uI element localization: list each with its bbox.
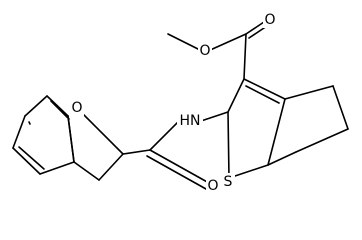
bond-line (82, 113, 124, 155)
bond-line (46, 95, 69, 117)
atom-label-ester-carbonyl-oxygen: O (264, 12, 275, 28)
atom-label-furan-oxygen: O (71, 100, 82, 116)
atom-label-thiophene-sulfur: S (224, 174, 233, 190)
bond-line (67, 115, 75, 163)
bond-line (18, 146, 45, 170)
bond-line (227, 78, 245, 113)
molecule-structure-diagram: O O HN S O O (12, 12, 349, 194)
bond-line (243, 78, 286, 100)
bond-line (149, 149, 210, 184)
bond-line (146, 155, 207, 190)
atom-label-ester-ether-oxygen: O (199, 43, 210, 59)
bond-line (12, 115, 26, 149)
bond-line (28, 121, 31, 125)
bond-line (149, 120, 180, 151)
bond-line (39, 161, 75, 175)
bond-line (243, 33, 247, 80)
bond-line (228, 164, 269, 179)
bond-line (73, 161, 100, 181)
bond-line (267, 151, 297, 166)
bond-line (227, 111, 230, 179)
bond-line (267, 98, 286, 166)
bond-line (284, 85, 334, 100)
atom-label-amide-carbonyl-oxygen: O (207, 178, 218, 194)
bond-line (12, 147, 41, 175)
bond-line (200, 111, 229, 122)
bond-line (24, 95, 48, 117)
bond-line (207, 33, 247, 52)
bond-line (245, 21, 265, 35)
atom-label-layer: O O HN S O O (70, 12, 277, 194)
atom-label-amide-nh: HN (180, 113, 201, 129)
bond-line (50, 100, 70, 120)
bond-line (98, 153, 124, 181)
bond-layer (12, 21, 349, 190)
bond-line (167, 33, 203, 52)
bond-line (295, 128, 349, 153)
bond-line (245, 85, 280, 104)
bond-line (332, 85, 349, 130)
bond-line (122, 149, 151, 155)
